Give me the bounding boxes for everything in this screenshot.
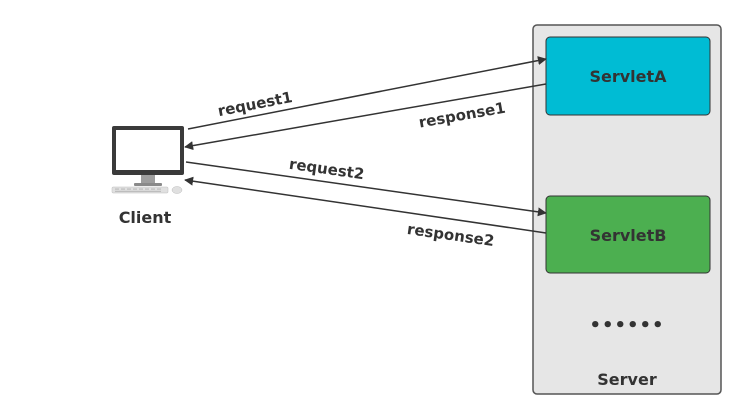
servlet-a-label: ServletA <box>589 67 667 86</box>
arrow-response1 <box>184 83 547 151</box>
arrow-response2 <box>184 176 547 234</box>
client-label: Client <box>119 208 172 227</box>
arrow-label-response2: response2 <box>406 220 495 250</box>
servlet-b-box: ServletB <box>545 195 711 274</box>
arrow-request2 <box>185 161 547 217</box>
arrow-request1 <box>187 56 547 130</box>
server-label: Server <box>597 370 657 389</box>
servlet-a-box: ServletA <box>545 36 711 116</box>
more-servlets-indicator: •••••• <box>589 315 664 336</box>
arrow-label-request2: request2 <box>288 155 365 183</box>
servlet-b-label: ServletB <box>590 226 667 245</box>
desktop-computer-icon <box>111 126 184 194</box>
